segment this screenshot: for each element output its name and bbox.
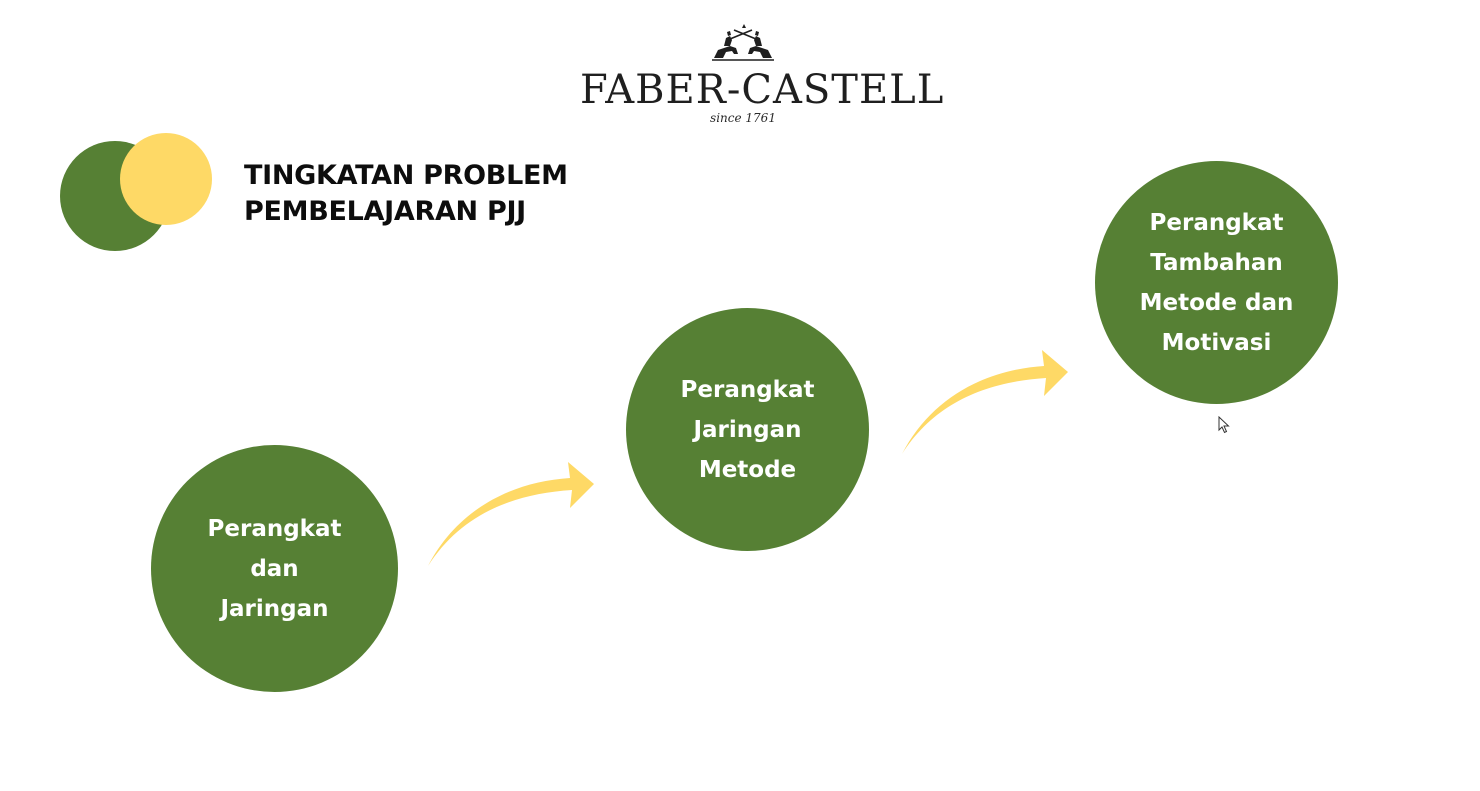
step-1-label: Perangkat dan Jaringan (208, 509, 342, 629)
step-3-line-4: Motivasi (1161, 329, 1272, 356)
yellow-circle-decoration (120, 133, 212, 225)
curved-arrow-icon (428, 462, 594, 566)
step-3-line-3: Metode dan (1139, 289, 1294, 316)
title-decoration (58, 133, 214, 255)
step-1-line-1: Perangkat (207, 515, 342, 542)
page-title-line-1: TINGKATAN PROBLEM (244, 160, 568, 191)
page-title: TINGKATAN PROBLEM PEMBELAJARAN PJJ (244, 158, 604, 230)
step-2-line-2: Jaringan (693, 416, 802, 443)
knights-jousting-icon (712, 24, 774, 61)
page-title-line-2: PEMBELAJARAN PJJ (244, 196, 526, 227)
step-2-line-1: Perangkat (680, 376, 815, 403)
step-2-label: Perangkat Jaringan Metode (681, 370, 815, 490)
curved-arrow-icon (902, 350, 1068, 454)
step-circle-1: Perangkat dan Jaringan (151, 445, 398, 692)
step-2-line-3: Metode (698, 456, 797, 483)
brand-wordmark: FABER-CASTELL (580, 67, 945, 113)
step-3-line-1: Perangkat (1149, 209, 1284, 236)
step-1-line-3: Jaringan (220, 595, 329, 622)
mouse-cursor-icon (1218, 416, 1230, 434)
brand-since: since 1761 (710, 111, 776, 125)
step-circle-3: Perangkat Tambahan Metode dan Motivasi (1095, 161, 1338, 404)
brand-logo: FABER-CASTELL since 1761 (580, 24, 945, 130)
step-1-line-2: dan (250, 555, 299, 582)
step-circle-2: Perangkat Jaringan Metode (626, 308, 869, 551)
step-3-line-2: Tambahan (1150, 249, 1283, 276)
step-3-label: Perangkat Tambahan Metode dan Motivasi (1140, 203, 1294, 363)
